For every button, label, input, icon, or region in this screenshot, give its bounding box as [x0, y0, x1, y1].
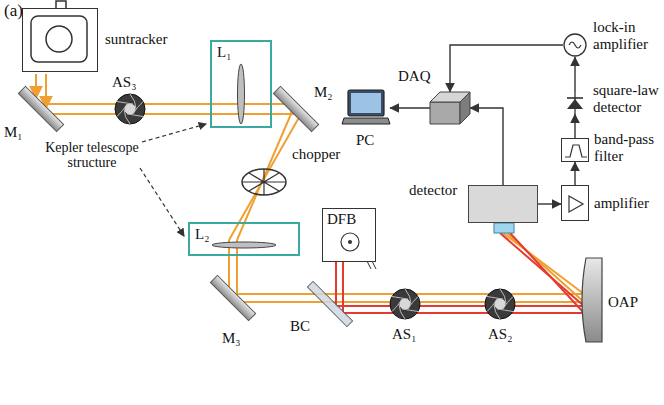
node-label: L₁: [217, 44, 231, 61]
daq-box-shape: [430, 92, 470, 124]
lens-box: L₂: [188, 222, 300, 256]
part-label: M₁: [4, 124, 23, 141]
band-pass-box: band-pass filter: [561, 138, 589, 162]
iris-as2: [485, 289, 515, 319]
signal-wire: [574, 57, 575, 92]
lock-in-symbol: lock-in amplifier: [563, 33, 587, 57]
node-label: DAQ: [398, 68, 431, 85]
daq-box: DAQ: [430, 92, 470, 124]
node-label: square-law detector: [593, 82, 659, 115]
part-label: AS₃: [112, 74, 136, 91]
detector-box: detector: [468, 185, 538, 223]
laser-box: DFB: [322, 208, 376, 262]
node-label: suntracker: [105, 31, 167, 48]
node-label: band-pass filter: [594, 131, 660, 164]
iris-as1: [390, 289, 420, 319]
part-label: Kepler telescope structure: [36, 140, 148, 171]
part-label: (a): [4, 2, 23, 21]
signal-wire: [450, 45, 563, 92]
part-label: AS₂: [488, 326, 512, 343]
laptop-icon-shape: [342, 88, 390, 128]
square-law-symbol-shape: [565, 92, 585, 114]
signal-wire: [574, 162, 575, 185]
node-label: amplifier: [594, 195, 649, 212]
detector-window: [494, 223, 514, 233]
amplifier-box: amplifier: [561, 185, 589, 221]
node-label: DFB: [327, 211, 356, 228]
mirror-m2: [273, 86, 318, 131]
beam-combiner: [307, 281, 352, 326]
leader-arrow: [140, 124, 206, 236]
suntracker-box-shape: [23, 9, 97, 71]
chopper-wheel: [242, 169, 286, 195]
node-label: lock-in amplifier: [593, 19, 659, 52]
part-label: BC: [290, 318, 310, 335]
signal-wire: [390, 107, 430, 108]
lens-box: L₁: [210, 40, 272, 128]
part-label: AS₁: [392, 326, 416, 343]
suntracker-box: suntracker: [22, 8, 98, 72]
signal-wire: [470, 108, 503, 185]
signal-wire: [574, 114, 575, 138]
laptop-icon: PC: [342, 88, 390, 128]
square-law-symbol: square-law detector: [565, 92, 585, 114]
lock-in-symbol-shape: [563, 33, 587, 57]
part-label: M₂: [314, 84, 333, 101]
mirror-m1: [18, 86, 63, 131]
amplifier-box-shape: [562, 186, 588, 220]
sun-beam: [36, 74, 584, 302]
part-label: chopper: [292, 146, 340, 163]
signal-wire: [538, 203, 561, 204]
node-label: L₂: [195, 226, 209, 243]
mirror-m3: [210, 275, 255, 320]
node-label: detector: [409, 182, 457, 199]
off-axis-parabolic-mirror: [582, 258, 602, 342]
band-pass-box-shape: [562, 139, 588, 161]
part-label: M₃: [222, 330, 241, 347]
node-label: PC: [356, 132, 374, 149]
iris-as3: [115, 94, 145, 124]
detector-box-shape: [469, 186, 537, 222]
part-label: OAP: [608, 294, 638, 311]
